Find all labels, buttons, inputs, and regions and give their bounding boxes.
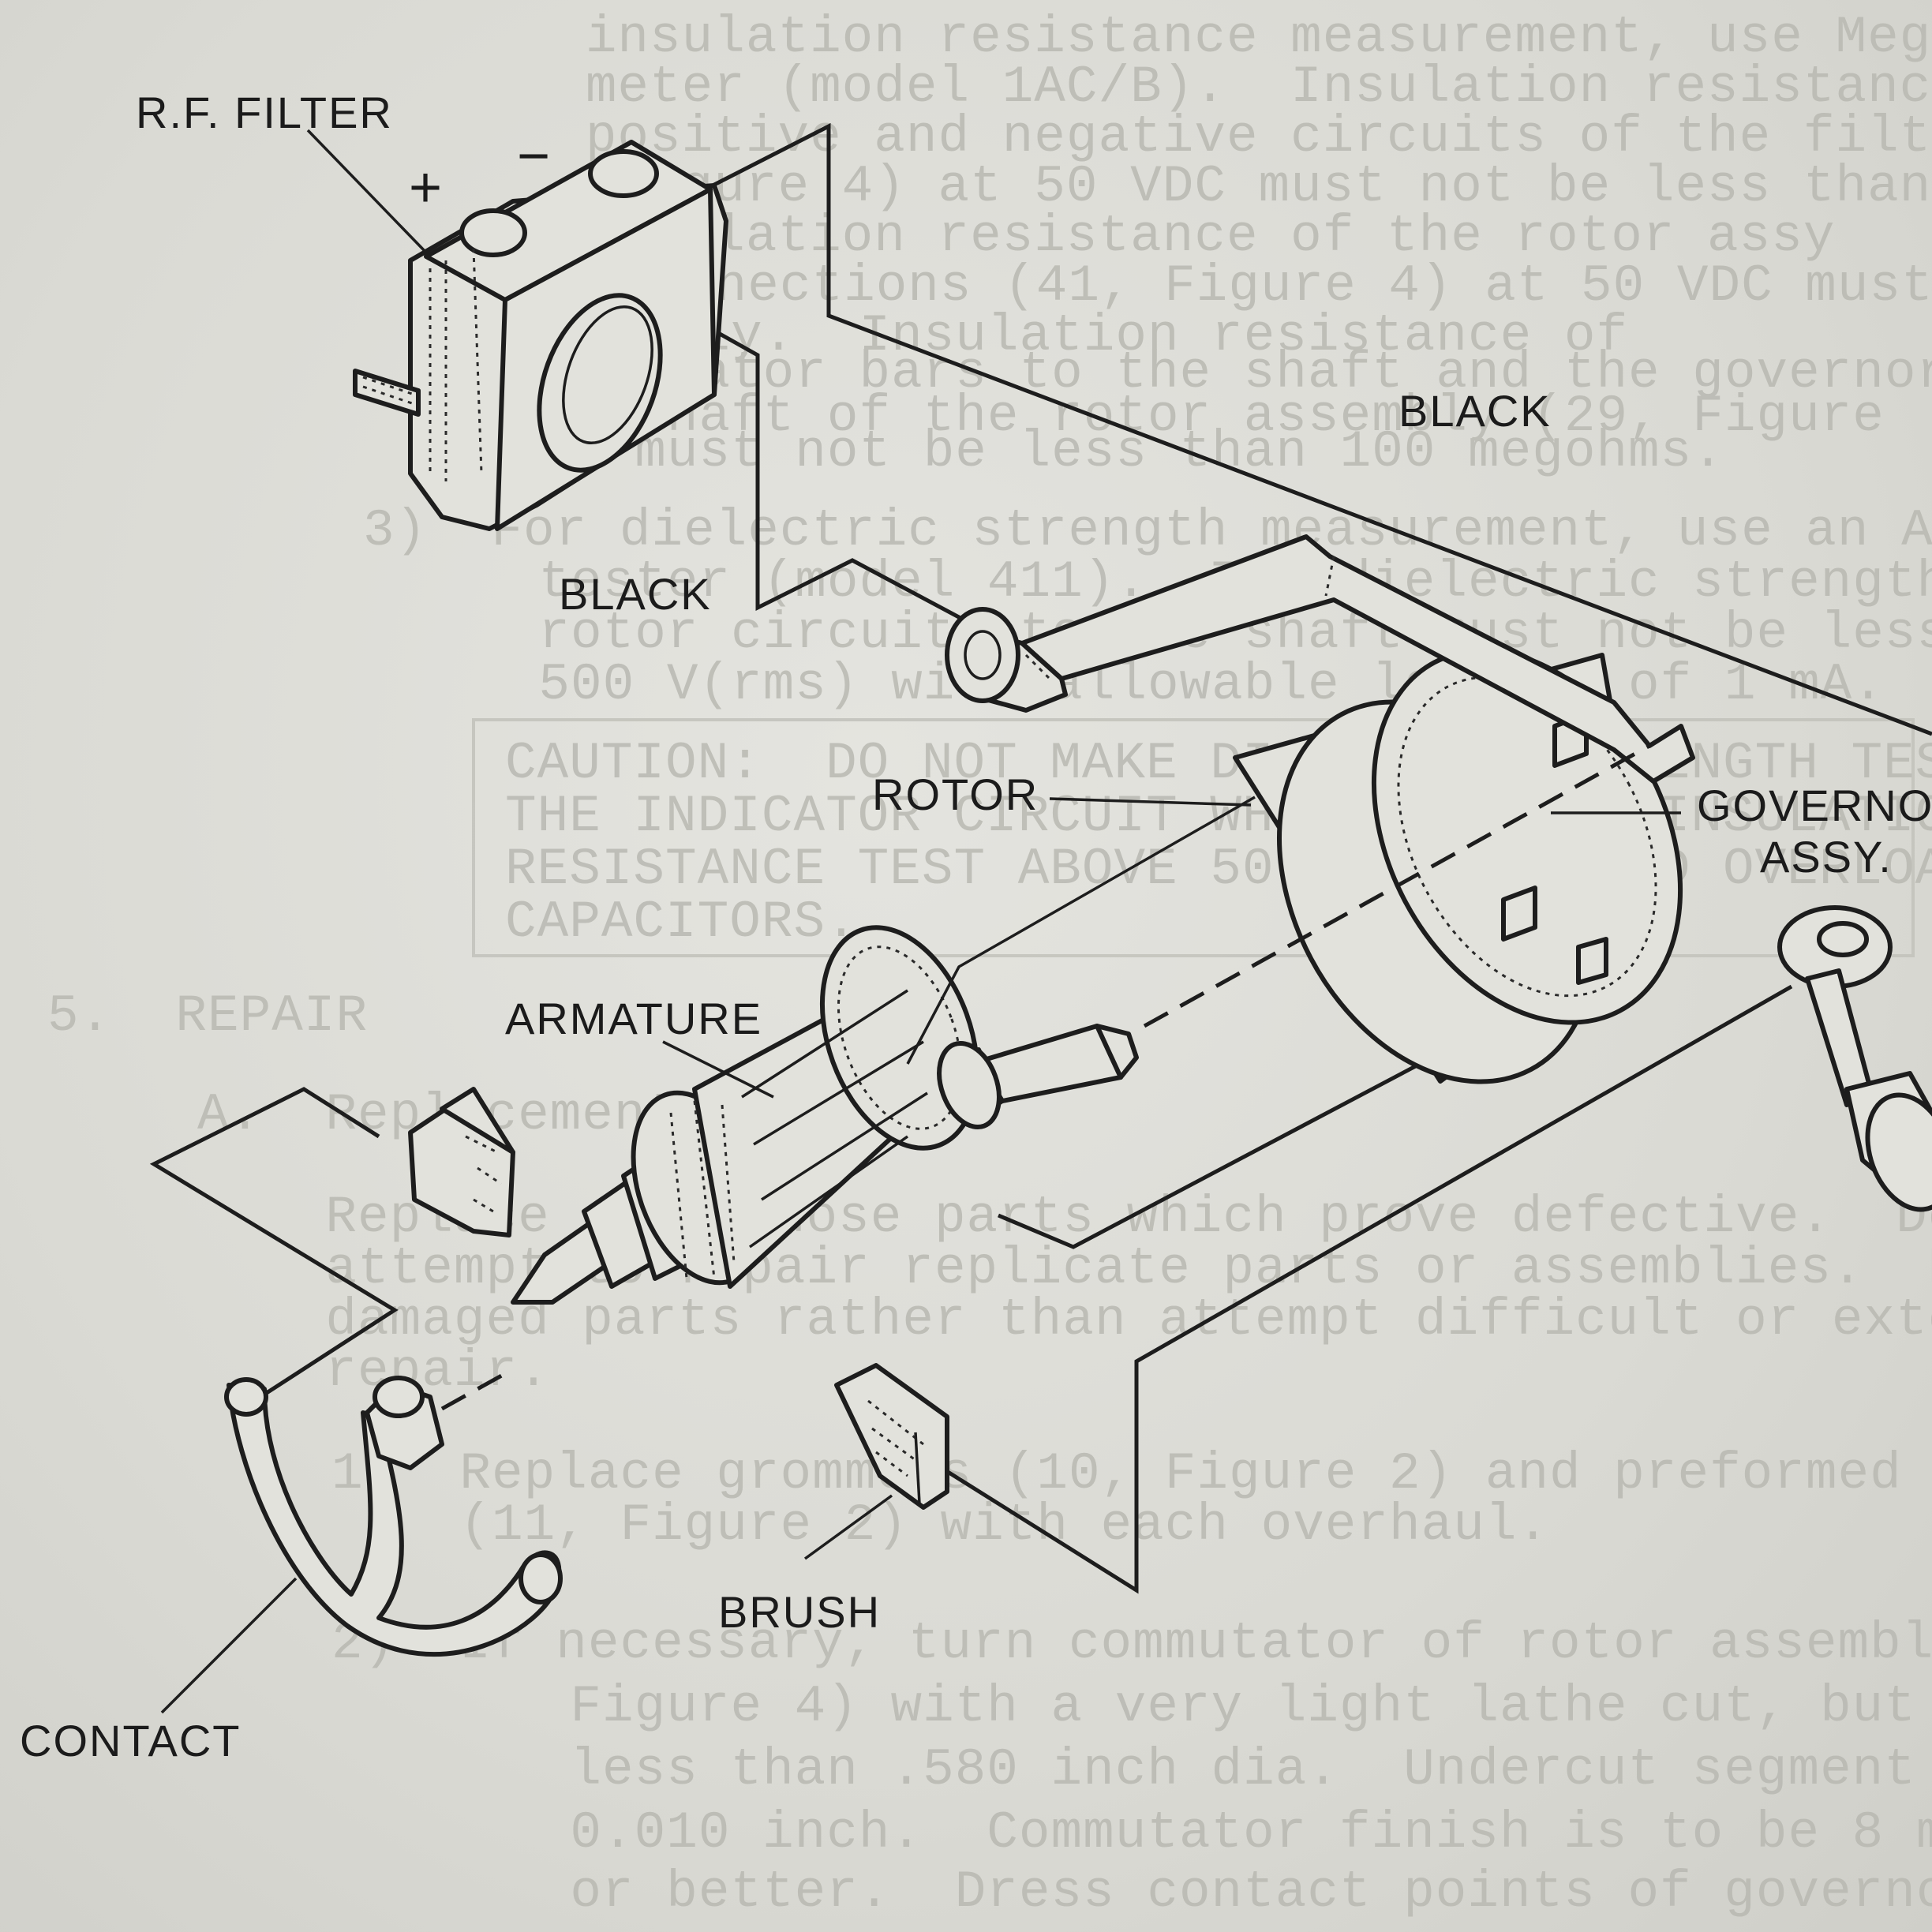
black-wire-label-left: BLACK	[559, 569, 712, 619]
contact-label: CONTACT	[20, 1716, 242, 1765]
bleed-line: meter (model 1AC/B). Insulation resistan…	[585, 58, 1932, 117]
rf-filter-leader	[306, 129, 428, 254]
bleed-line: (Figure 4) at 50 VDC must not be less th…	[489, 157, 1932, 216]
governor-label-line1: GOVERNO	[1697, 781, 1932, 830]
governor-label-line2: ASSY.	[1760, 832, 1893, 882]
black-wire-right	[634, 122, 1932, 736]
minus-terminal-label: −	[517, 125, 552, 188]
brush-label: BRUSH	[718, 1587, 881, 1637]
bleed-line: Figure 4) with a very light lathe cut, b…	[570, 1677, 1916, 1736]
brush-bottom	[834, 1363, 949, 1510]
armature-label: ARMATURE	[505, 994, 762, 1043]
bleed-line: VDC must not be less than 100 megohms.	[410, 422, 1724, 481]
bleed-line: CAUTION: DO NOT MAKE DIELECTRIC STRENGTH…	[505, 734, 1932, 793]
rotor-leader	[1049, 797, 1252, 807]
contact-wire	[149, 1087, 399, 1399]
black-wire-label-right: BLACK	[1398, 386, 1552, 436]
caution-box	[472, 718, 1915, 957]
governor-contact-right	[1777, 905, 1932, 1212]
bleed-line: or better. Dress contact points of gover…	[442, 1863, 1932, 1922]
rotor-label: ROTOR	[872, 769, 1039, 819]
armature-leader	[662, 1040, 774, 1099]
assembly-axis	[440, 743, 1651, 1411]
bleed-line: 5. REPAIR	[47, 987, 369, 1046]
bleed-line: commutator bars to the shaft and the gov…	[410, 343, 1932, 402]
plus-terminal-label: +	[409, 156, 444, 219]
bleed-line: CAPACITORS.	[505, 893, 858, 952]
armature-lead-wire	[998, 1024, 1493, 1249]
governor-bracket	[945, 534, 1695, 784]
bleed-line: positive and negative circuits of the fi…	[585, 107, 1932, 167]
bleed-line: RESISTANCE TEST ABOVE 50 VDC TO AVOID OV…	[505, 840, 1932, 899]
contact-leader	[160, 1577, 298, 1714]
brush-leader	[803, 1494, 893, 1560]
bleed-line: 0.010 inch. Commutator finish is to be 8…	[570, 1803, 1932, 1863]
rf-filter-label: R.F. FILTER	[136, 88, 393, 137]
bleed-line: insulation resistance measurement, use M…	[489, 8, 1932, 67]
armature-rotor-leader	[906, 796, 1256, 1065]
bleed-line: damaged parts rather than attempt diffic…	[197, 1290, 1932, 1350]
rf-filter	[353, 140, 728, 531]
bleed-line: 1) Replace grommets (10, Figure 2) and p…	[331, 1444, 1902, 1503]
bleed-line: 3) For dielectric strength measurement, …	[363, 501, 1932, 560]
armature	[511, 925, 1139, 1305]
brush-top	[408, 1087, 515, 1237]
bleed-line: repair.	[197, 1342, 550, 1401]
bleed-line: less than .580 inch dia. Undercut segmen…	[570, 1740, 1916, 1799]
brush-wire-right	[934, 984, 1793, 1594]
contact-part	[224, 1376, 563, 1657]
